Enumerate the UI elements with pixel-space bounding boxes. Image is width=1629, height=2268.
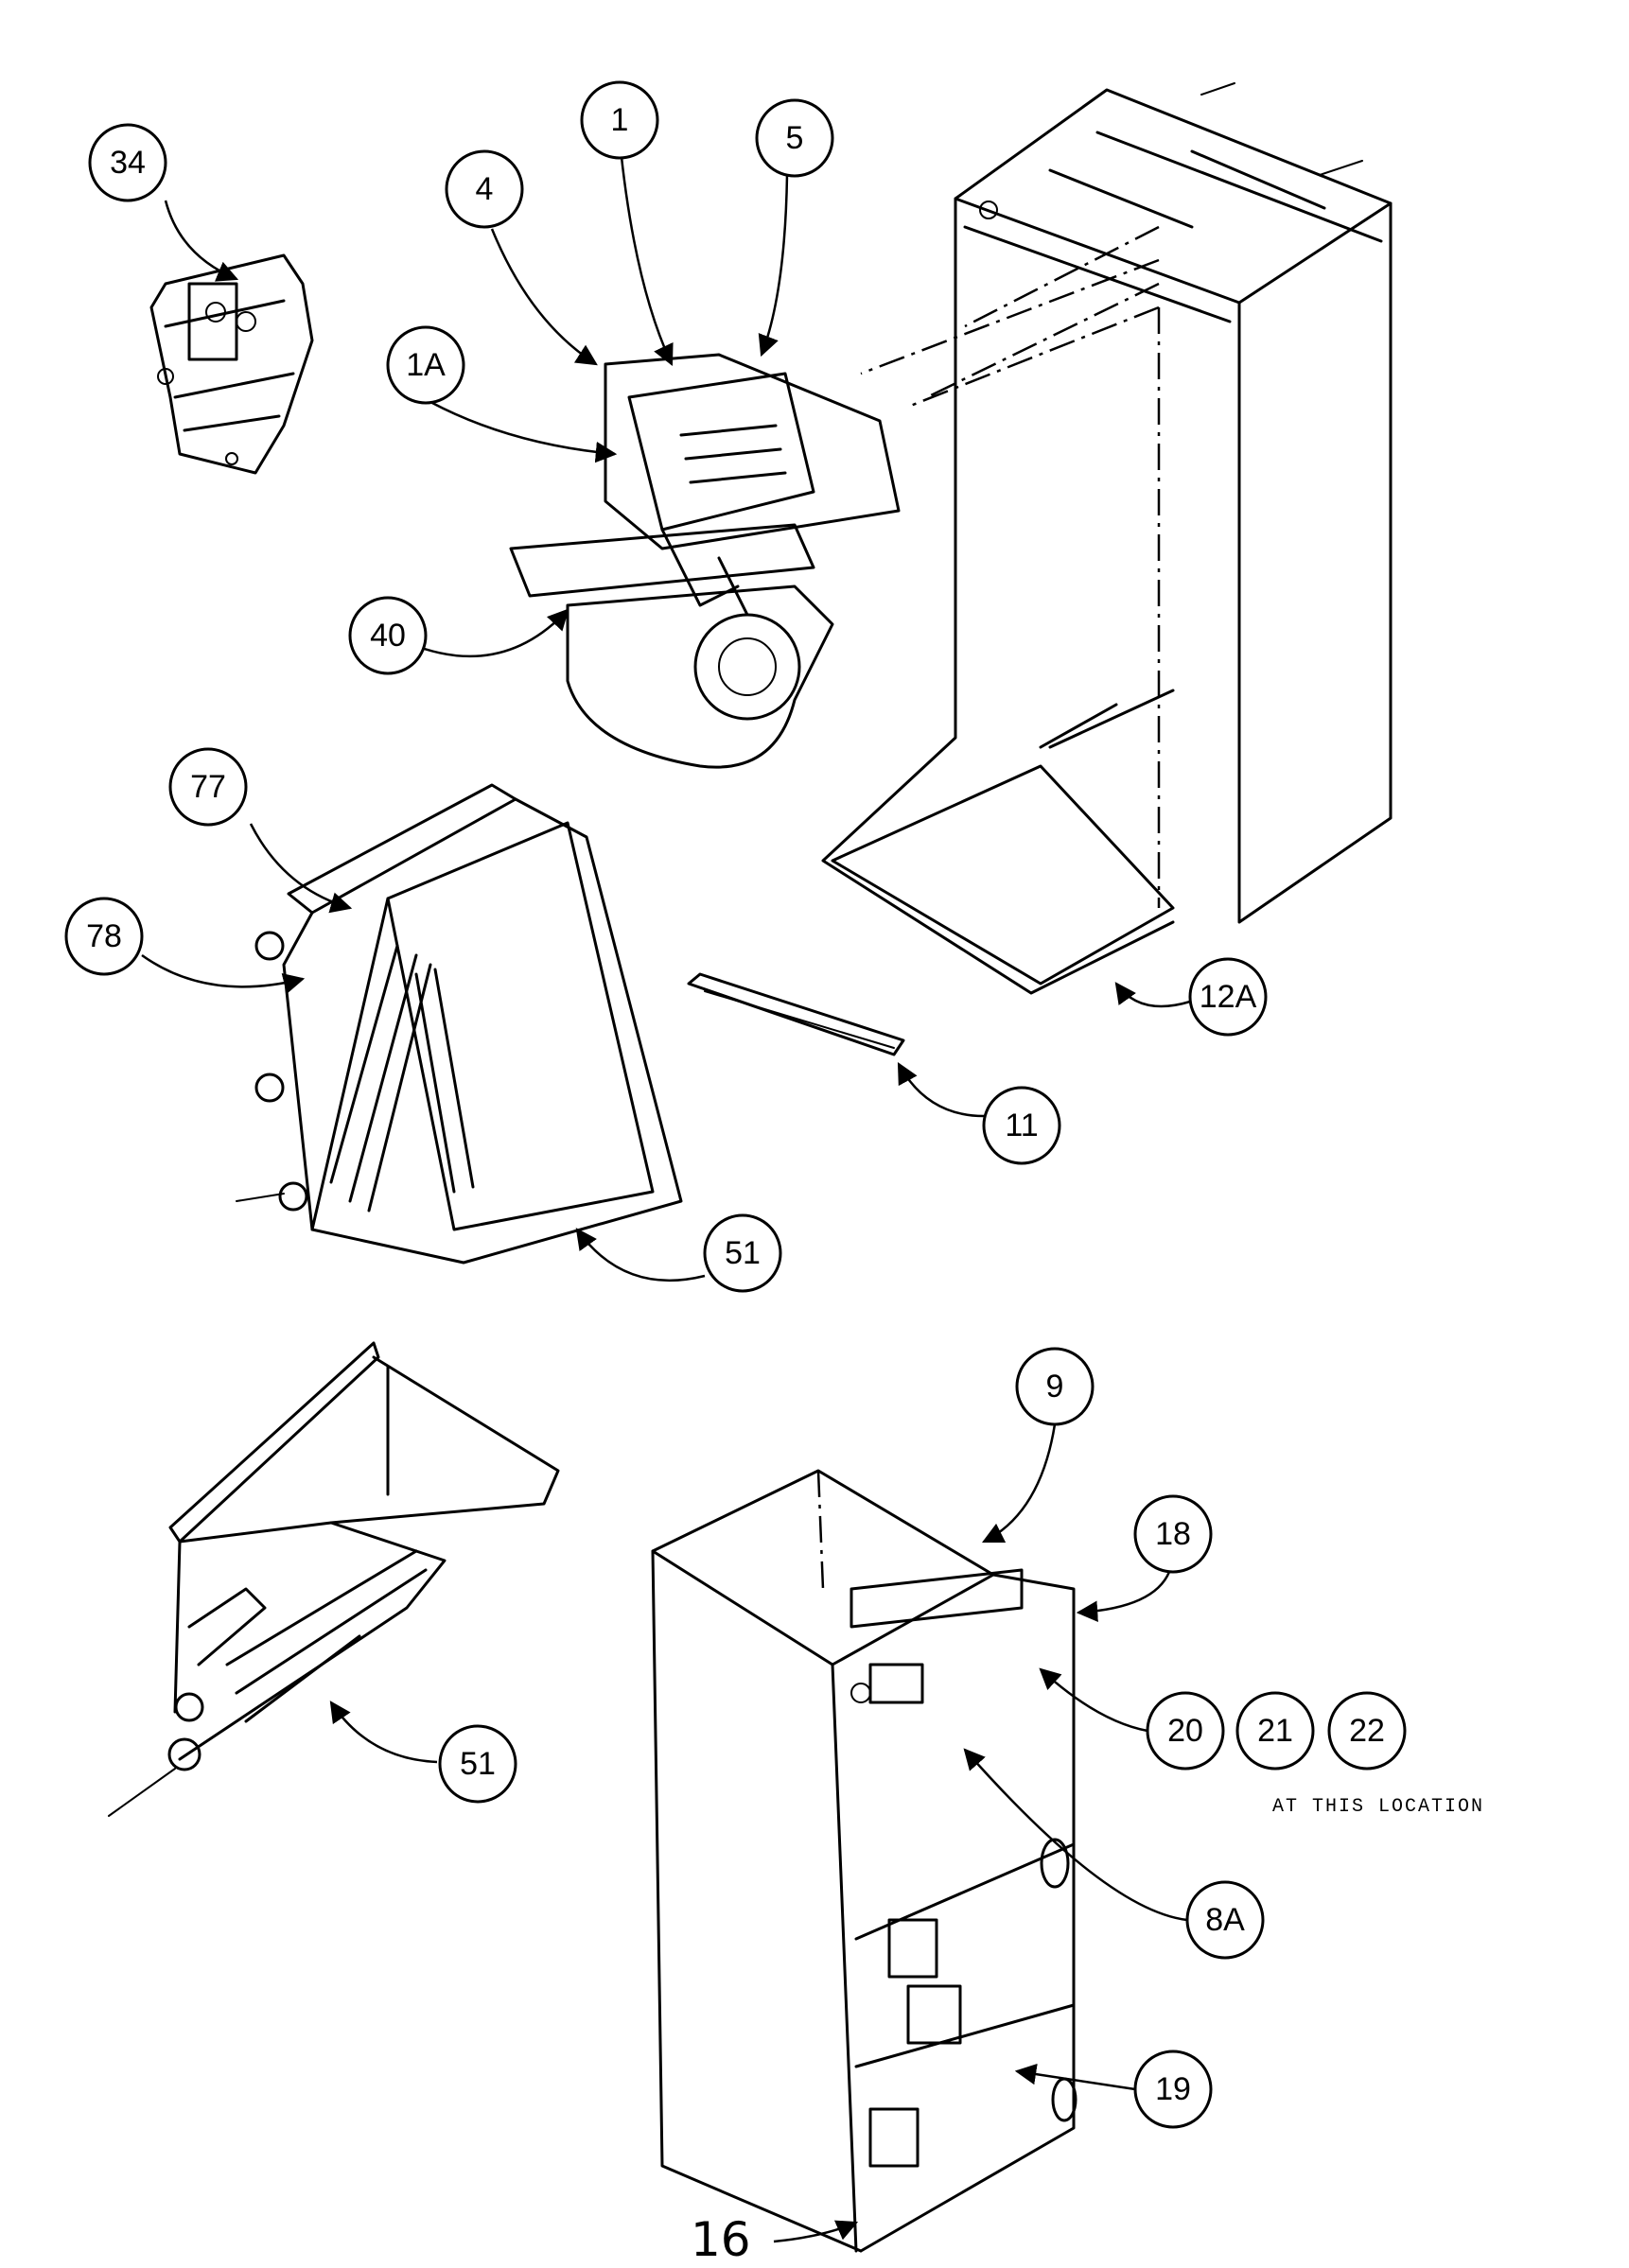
handwritten-label: 16	[691, 2212, 751, 2267]
callout-51-lower: 51	[438, 1724, 517, 1804]
callout-label: 78	[86, 918, 122, 954]
callout-label: 9	[1046, 1369, 1064, 1404]
callout-label: 21	[1257, 1713, 1293, 1749]
callout-18: 18	[1133, 1494, 1213, 1574]
callout-5: 5	[755, 98, 834, 178]
callout-34: 34	[88, 123, 167, 202]
callout-label: 40	[370, 618, 406, 654]
callout-label: 20	[1167, 1713, 1203, 1749]
lower-cabinet	[651, 1469, 1077, 2253]
blower-assembly	[509, 353, 901, 769]
callout-78: 78	[64, 897, 144, 976]
callout-label: 77	[190, 769, 226, 805]
callout-label: 51	[725, 1235, 761, 1271]
callout-11: 11	[982, 1086, 1061, 1165]
callout-label: 8A	[1205, 1902, 1245, 1938]
callout-19: 19	[1133, 2050, 1213, 2129]
callout-1: 1	[580, 80, 659, 160]
callout-label: 12A	[1200, 979, 1257, 1015]
callout-label: 1	[611, 102, 629, 138]
callout-label: 18	[1155, 1516, 1191, 1552]
callout-label: 22	[1349, 1713, 1385, 1749]
callout-label: 4	[476, 171, 494, 207]
callout-22: 22	[1327, 1691, 1407, 1771]
upper-cabinet-12a	[821, 82, 1393, 995]
rail-11	[687, 972, 905, 1056]
callout-label: 51	[460, 1746, 496, 1782]
callout-40: 40	[348, 596, 428, 675]
callout-4: 4	[445, 149, 524, 229]
callout-label: 19	[1155, 2071, 1191, 2107]
callout-label: 11	[1005, 1108, 1038, 1143]
callout-label: 5	[786, 120, 804, 156]
callout-12a: 12A	[1188, 957, 1268, 1037]
coil-assembly-lower	[108, 1341, 560, 1817]
callout-51-upper: 51	[703, 1213, 782, 1293]
callout-1a: 1A	[386, 325, 465, 405]
callout-77: 77	[168, 747, 248, 827]
location-note: AT THIS LOCATION	[1272, 1796, 1484, 1818]
callout-20: 20	[1146, 1691, 1225, 1771]
part-34-bracket	[149, 253, 314, 475]
callout-9: 9	[1015, 1347, 1095, 1426]
callout-21: 21	[1235, 1691, 1315, 1771]
callout-label: 1A	[406, 347, 446, 383]
callout-8a: 8A	[1185, 1880, 1265, 1960]
callout-label: 34	[110, 145, 146, 181]
leader-lines	[141, 138, 1191, 2243]
coil-assembly-upper	[236, 783, 683, 1265]
